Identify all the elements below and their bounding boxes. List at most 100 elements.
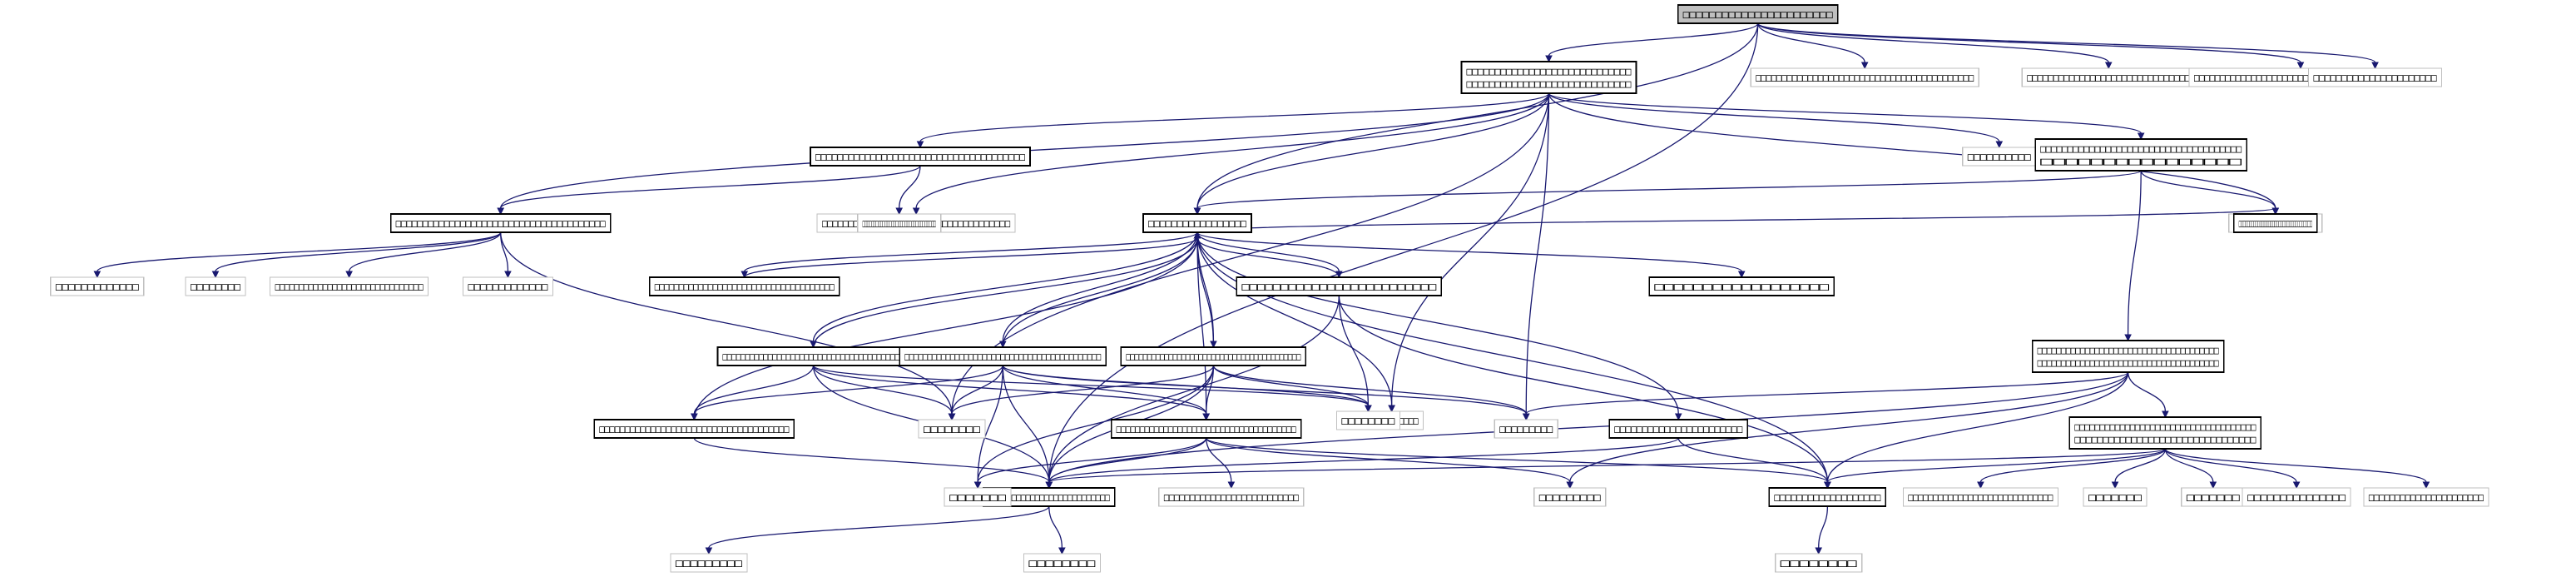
node-box [1142,213,1252,233]
node-n31[interactable]: □□□□□□□□□□□□□□□□□□□□□□□ [1608,419,1749,439]
node-label: □□□□□□□□ [1028,558,1095,570]
node-label: □□□□□□□□□□□□□□□□□□□□□□□□□□□□□□□□□□□ [2239,218,2312,231]
node-n30[interactable]: □□□□□□□□□□□□□□□□□□□□□□□□□□□□□□□□□□□□□□ [1110,419,1302,439]
edge-line [1338,295,1370,406]
node-n6[interactable]: □□□□□□□□□□□□□□□□□□□□□□□□□□□□□□□□□□□□□□ [810,147,1031,167]
node-box [1750,67,1979,87]
node-n23[interactable]: □□□□□□□□□□□□□□□□□□□□□□□□□□□□□□□□□□□□□□□□… [899,346,1107,366]
edge-n30-to-n37 [1206,437,1574,490]
node-n15: □□□□□□□□ [185,276,246,296]
node-n45: □□□□□□□□ [1023,553,1101,573]
node-n20[interactable]: □□□□□□□□□□□□□□□□□□□□□□□□□□□□□□□□□□□□□ [648,276,840,296]
node-n41: □□□□□□□ [2181,487,2246,507]
edge-line [1048,448,2167,483]
edge-line [919,92,1550,142]
node-n18[interactable]: □□□□□□□□□□□□□□□□□□□□□□□□□□□□□□□□□□□ [2233,213,2318,233]
edge-line [812,365,953,415]
edge-arrowhead [2296,62,2305,70]
edge-arrowhead [345,271,353,279]
node-box [2034,138,2247,172]
edge-arrowhead [1737,271,1746,279]
edge-arrowhead [2209,481,2217,490]
node-label: □□□□□□□□□□□□□ [468,281,547,294]
node-n38[interactable]: □□□□□□□□□□□□□□□□□□ [1648,276,1835,296]
edge-n1-to-n7 [912,92,1550,216]
edge-n26-to-n12 [693,231,1201,420]
edge-arrowhead [948,413,956,421]
node-n3: □□□□□□□□□□□□□□□□□□□□□□□□□□□□□□□ [2021,67,2196,87]
edge-line [1525,371,2129,415]
edge-line [1002,365,1527,415]
node-label: □□□□□□□□□□□□□□□□□□□□□□□□□□□□□□□□□□□□□ [599,424,789,436]
node-n1[interactable]: □□□□□□□□□□□□□□□□□□□□□□□□□□□□□□□□□□□□□□□□… [1460,61,1637,94]
node-label: □□□□□□□□□□□□□□□□□□□□□□□□□□□□□□□□□□□□□□ [2038,345,2219,357]
node-label: □□□□□□□□□□□□□□□□□□□□□□□□□□□□□□□ [275,281,424,294]
node-n36: □□□□□□□□□□□□□□□□□□□□□□□□□□ [1158,487,1305,507]
edge-n23-to-n30 [1002,365,1210,421]
edge-line [97,231,502,272]
node-n22[interactable]: □□□□□□□□□□□□□□□□□□□□□□□□□□□□□□□□□□□□□□□□ [716,346,910,366]
node-n24[interactable]: □□□□□□□□□□□□□□□□□□□□□□□□□□□□□□□□□□□□□□□□… [1120,346,1307,366]
edge-line [1196,237,1340,278]
edge-line [951,365,1003,415]
node-label: □□□□□□□□□□□□□□□□□□□□□□□□□□□□□□□□ [2074,434,2256,446]
node-box [2363,487,2489,507]
edge-n33-to-n42 [2164,448,2301,490]
node-label: □□□□□□□□□□□□□□□□□□□□□□□ [1614,424,1742,436]
edge-n35-to-n46 [1815,505,1829,555]
node-n33[interactable]: □□□□□□□□□□□□□□□□□□□□□□□□□□□□□□□□□□□□□□□□… [2068,416,2262,450]
node-n9[interactable]: □□□□□□□□□□□□□□□□□□□□□□□□□□□□□□□□□□□□□□□□… [2034,138,2247,172]
edge-n33-to-n41 [2164,448,2217,490]
edge-arrowhead [1388,405,1395,413]
edge-arrowhead [1058,547,1066,555]
edge-line [2140,170,2276,209]
node-label: □□□□□□□□ [1341,415,1395,428]
edge-line [1206,437,1571,483]
edge-n10-to-n17 [500,231,512,279]
node-n14: □□□□□□□□□□□□□ [50,276,145,296]
edge-line [899,165,921,209]
node-n12[interactable]: □□□□□□□□□□□□□□□□□ [1142,213,1252,233]
edge-line [1338,295,1829,483]
node-label: □□□□□□□□□□□□□ [56,281,139,294]
node-n35[interactable]: □□□□□□□□□□□□□□□□□□□ [1768,487,1887,507]
edge-n21-to-n32 [1045,295,1340,490]
node-box [593,419,795,439]
node-n21[interactable]: □□□□□□□□□□□□□□□□□□□□□□□□□ [1236,276,1443,296]
edge-line [1048,437,1679,483]
node-label: □□□□□□□□ [924,424,980,436]
node-label: □□□□□□□□□□□□□□□□□□□□□□□□□□□□□ [1466,78,1631,91]
edge-arrowhead [1860,62,1869,70]
edge-line [812,237,1198,348]
edge-line [1206,437,1232,483]
node-root[interactable]: □□□□□□□□□□□□□□□□□□□□□□□ [1677,4,1839,24]
edge-arrowhead [2422,481,2430,490]
node-n11: □□□□□□□□□□□□□□□□□□□□□□□□□□□□□□□□□ [857,213,942,233]
edge-line [1002,237,1198,348]
edge-n12-to-n19 [1196,231,1395,413]
node-label: □□□□□□□□□ [1539,492,1601,505]
edge-n10-to-n14 [93,231,502,279]
edge-arrowhead [2104,62,2113,70]
edge-line [693,437,1050,483]
node-n26[interactable]: □□□□□□□□□□□□□□□□□□□□□□□□□□□□□□□□□□□□□ [593,419,795,439]
node-n8: □□□□□□□□□□ [1962,147,2037,167]
node-n25[interactable]: □□□□□□□□□□□□□□□□□□□□□□□□□□□□□□□□□□□□□□□□… [2031,340,2225,373]
edge-arrowhead [1674,413,1682,421]
edge-arrowhead [895,207,903,216]
edge-line [2127,170,2142,336]
edge-root-to-n12 [1193,22,1759,216]
edge-n25-to-n29 [1522,371,2129,421]
node-label: □□□□□□□□□□□□□□□□□□□□□□□□□□□□□□□□□□□□ [2074,421,2256,434]
node-label: □□□□□□□□□ [1499,424,1553,436]
node-n10[interactable]: □□□□□□□□□□□□□□□□□□□□□□□□□□□□□□□□□□□□□□□ [389,213,612,233]
edge-line [744,231,1198,272]
edge-n32-to-n45 [1048,505,1066,555]
edge-arrowhead [691,413,698,421]
edge-line [1826,448,2167,483]
edge-line [977,365,1215,483]
edge-line [215,231,502,272]
edge-line [1002,231,1198,342]
edge-n22-to-n26 [691,365,815,421]
edge-line [2164,448,2297,483]
